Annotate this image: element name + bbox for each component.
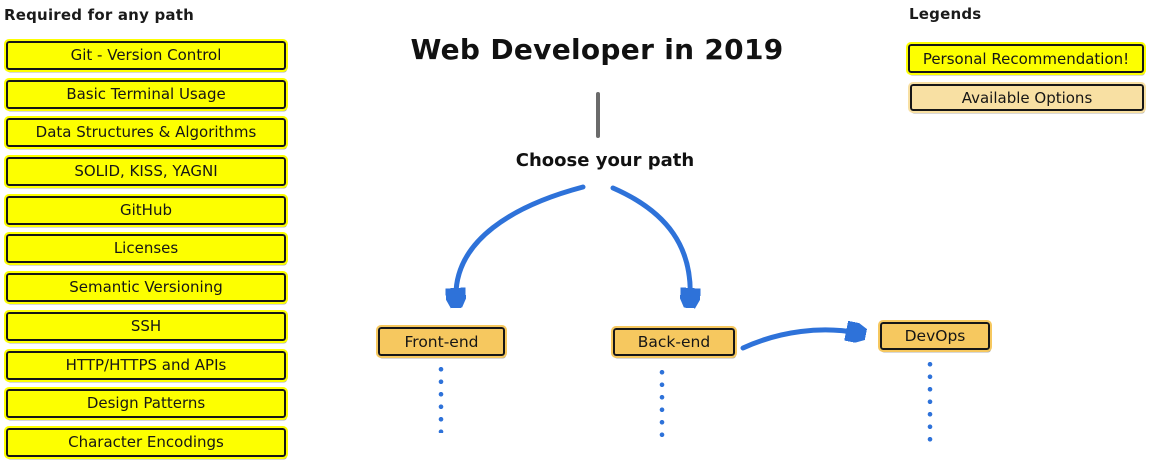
required-item-git: Git - Version Control (4, 39, 288, 72)
legend-available-options: Available Options (908, 82, 1146, 113)
devops-node: DevOps (878, 320, 992, 352)
required-item-terminal: Basic Terminal Usage (4, 77, 288, 111)
required-item-licenses: Licenses (4, 232, 288, 266)
required-list: Git - Version Control Basic Terminal Usa… (4, 39, 288, 460)
required-item-github: GitHub (4, 193, 288, 227)
required-item-data-structures: Data Structures & Algorithms (4, 116, 288, 150)
required-item-encodings: Character Encodings (4, 425, 288, 459)
backend-continuation-dots (659, 366, 665, 438)
legend-personal-recommendation: Personal Recommendation! (906, 42, 1146, 75)
arrow-to-backend (610, 185, 690, 300)
frontend-node: Front-end (376, 325, 507, 358)
required-item-semver: Semantic Versioning (4, 271, 288, 305)
devops-continuation-dots (927, 358, 933, 442)
arrow-backend-to-devops (740, 330, 858, 351)
legends-section-header: Legends (909, 5, 982, 23)
required-item-http: HTTP/HTTPS and APIs (4, 348, 288, 382)
page-title: Web Developer in 2019 (410, 33, 784, 66)
backend-node: Back-end (611, 326, 737, 358)
choose-path-label: Choose your path (515, 150, 695, 171)
required-item-solid: SOLID, KISS, YAGNI (4, 155, 288, 189)
required-item-ssh: SSH (4, 309, 288, 343)
required-item-design-patterns: Design Patterns (4, 387, 288, 421)
frontend-continuation-dots (438, 363, 444, 433)
title-divider-line (596, 92, 600, 138)
required-section-header: Required for any path (4, 6, 194, 24)
arrow-to-frontend (456, 184, 586, 300)
